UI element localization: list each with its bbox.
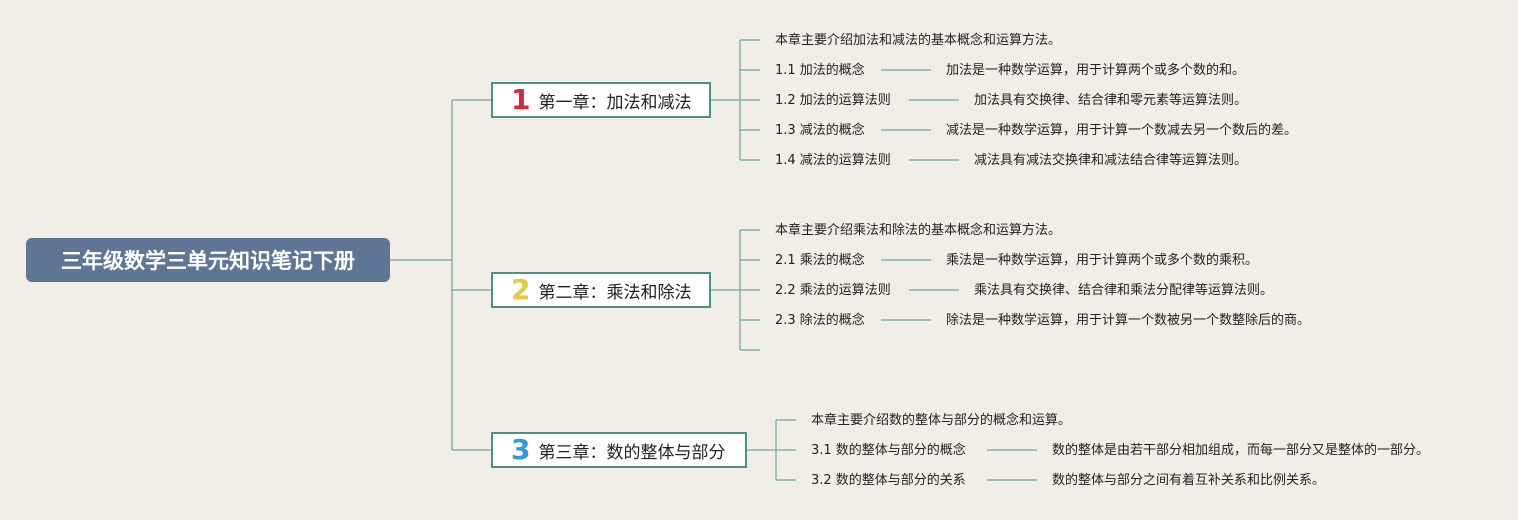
section-1-4-label[interactable]: 1.4 减法的运算法则 bbox=[775, 153, 891, 168]
chapter-1-title: 第一章：加法和减法 bbox=[538, 92, 692, 113]
section-2-3-label[interactable]: 2.3 除法的概念 bbox=[775, 313, 865, 328]
chapter-3-title: 第三章：数的整体与部分 bbox=[538, 442, 726, 463]
section-3-1-desc[interactable]: 数的整体是由若干部分相加组成，而每一部分又是整体的一部分。 bbox=[1052, 443, 1430, 458]
section-3-2-desc[interactable]: 数的整体与部分之间有着互补关系和比例关系。 bbox=[1052, 473, 1326, 488]
chapter-3-node[interactable]: 3 第三章：数的整体与部分 bbox=[491, 432, 747, 468]
number-1-icon: 1 bbox=[511, 83, 531, 116]
section-3-2-label[interactable]: 3.2 数的整体与部分的关系 bbox=[811, 473, 966, 488]
chapter-1-node[interactable]: 1 第一章：加法和减法 bbox=[491, 82, 711, 118]
root-topic[interactable]: 三年级数学三单元知识笔记下册 bbox=[26, 238, 390, 282]
chapter-2-title: 第二章：乘法和除法 bbox=[538, 282, 692, 303]
chapter-1-intro[interactable]: 本章主要介绍加法和减法的基本概念和运算方法。 bbox=[775, 33, 1062, 48]
section-2-1-desc[interactable]: 乘法是一种数学运算，用于计算两个或多个数的乘积。 bbox=[946, 253, 1259, 268]
chapter-2-intro[interactable]: 本章主要介绍乘法和除法的基本概念和运算方法。 bbox=[775, 223, 1062, 238]
section-2-1-label[interactable]: 2.1 乘法的概念 bbox=[775, 253, 865, 268]
section-1-1-label[interactable]: 1.1 加法的概念 bbox=[775, 63, 865, 78]
section-1-3-desc[interactable]: 减法是一种数学运算，用于计算一个数减去另一个数后的差。 bbox=[946, 123, 1298, 138]
section-1-2-label[interactable]: 1.2 加法的运算法则 bbox=[775, 93, 891, 108]
section-2-2-desc[interactable]: 乘法具有交换律、结合律和乘法分配律等运算法则。 bbox=[974, 283, 1274, 298]
chapter-2-node[interactable]: 2 第二章：乘法和除法 bbox=[491, 272, 711, 308]
section-1-1-desc[interactable]: 加法是一种数学运算，用于计算两个或多个数的和。 bbox=[946, 63, 1246, 78]
chapter-3-intro[interactable]: 本章主要介绍数的整体与部分的概念和运算。 bbox=[811, 413, 1072, 428]
number-3-icon: 3 bbox=[511, 433, 531, 466]
section-1-3-label[interactable]: 1.3 减法的概念 bbox=[775, 123, 865, 138]
section-3-1-label[interactable]: 3.1 数的整体与部分的概念 bbox=[811, 443, 966, 458]
section-1-2-desc[interactable]: 加法具有交换律、结合律和零元素等运算法则。 bbox=[974, 93, 1248, 108]
number-2-icon: 2 bbox=[511, 273, 531, 306]
section-1-4-desc[interactable]: 减法具有减法交换律和减法结合律等运算法则。 bbox=[974, 153, 1248, 168]
section-2-3-desc[interactable]: 除法是一种数学运算，用于计算一个数被另一个数整除后的商。 bbox=[946, 313, 1311, 328]
section-2-2-label[interactable]: 2.2 乘法的运算法则 bbox=[775, 283, 891, 298]
